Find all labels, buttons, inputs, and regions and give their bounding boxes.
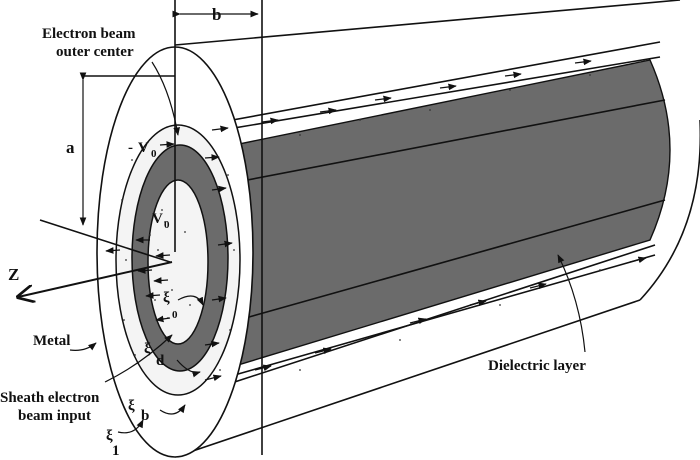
label-xib: ξ xyxy=(128,398,135,414)
beam-arrow xyxy=(314,347,332,355)
label-v0-inner: V xyxy=(152,211,163,227)
beam-arrow xyxy=(409,317,427,325)
beam-speckles xyxy=(121,74,601,371)
beam-arrow xyxy=(629,256,647,264)
label-v0-outer: V xyxy=(138,140,149,156)
dielectric-layer-body xyxy=(198,59,671,374)
beam-arrow xyxy=(374,95,392,103)
label-sheath-line1: Sheath electron xyxy=(0,390,100,406)
label-xi-symbol: ξ xyxy=(144,341,151,357)
label-dim-b: b xyxy=(212,5,221,24)
beam-arrow xyxy=(574,58,592,66)
leader-dielectric xyxy=(557,254,586,353)
label-electron-beam-line2: outer center xyxy=(56,44,134,60)
z-axis xyxy=(18,261,173,297)
beam-arrow xyxy=(155,252,171,259)
label-d: d xyxy=(156,353,165,369)
beam-arrow xyxy=(217,240,233,248)
leader-sheath-input xyxy=(104,334,173,383)
beam-arrow xyxy=(529,282,547,290)
dimension-b xyxy=(172,0,263,455)
dielectric-highlight-line-2 xyxy=(184,199,666,336)
inner-beam-ellipse xyxy=(147,179,209,345)
beam-arrow xyxy=(261,117,279,125)
beam-arrow xyxy=(319,107,337,115)
label-sheath-line2: beam input xyxy=(18,408,91,424)
leader-metal xyxy=(69,342,97,351)
leader-lines xyxy=(69,61,586,434)
beam-arrow xyxy=(137,267,153,274)
label-xi0: ξ xyxy=(163,290,170,306)
leader-xi1 xyxy=(117,419,144,434)
beam-arrow xyxy=(153,277,169,284)
beam-arrow xyxy=(155,315,171,323)
label-metal: Metal xyxy=(33,333,70,349)
label-v0-outer-sub: 0 xyxy=(151,148,157,160)
label-xib-sub: b xyxy=(141,408,149,424)
beam-arrow xyxy=(439,83,457,91)
beam-arrow xyxy=(504,71,522,79)
leader-xib xyxy=(159,404,186,415)
beam-arrow xyxy=(254,364,272,372)
beam-arrow xyxy=(159,141,175,148)
leader-d xyxy=(176,359,201,378)
label-xi0-sub: 0 xyxy=(172,309,178,321)
label-axis-z: Z xyxy=(8,265,19,284)
label-v0-outer-sign: - xyxy=(128,140,133,156)
outer-tube xyxy=(174,0,700,458)
beam-arrow xyxy=(211,295,227,303)
label-electron-beam-line1: Electron beam xyxy=(42,26,136,42)
beam-arrow xyxy=(469,299,487,307)
label-xi1: ξ xyxy=(106,428,113,444)
leader-outer-center xyxy=(151,61,180,136)
beam-arrow xyxy=(204,374,222,382)
metal-shell-lines xyxy=(204,41,661,391)
beam-arrow xyxy=(204,340,220,348)
leader-xi0 xyxy=(177,295,204,306)
velocity-arrows xyxy=(105,58,647,382)
beam-arrow xyxy=(204,154,220,161)
label-dim-a: a xyxy=(66,138,75,157)
beam-arrow xyxy=(211,185,227,193)
beam-arrow xyxy=(145,292,161,299)
label-xi1-sub: 1 xyxy=(112,443,120,459)
label-dielectric-layer: Dielectric layer xyxy=(488,358,586,374)
beam-arrow xyxy=(211,125,229,133)
label-v0-inner-sub: 0 xyxy=(164,219,170,231)
beam-arrow xyxy=(105,247,121,254)
dielectric-highlight-line-1 xyxy=(194,99,666,191)
